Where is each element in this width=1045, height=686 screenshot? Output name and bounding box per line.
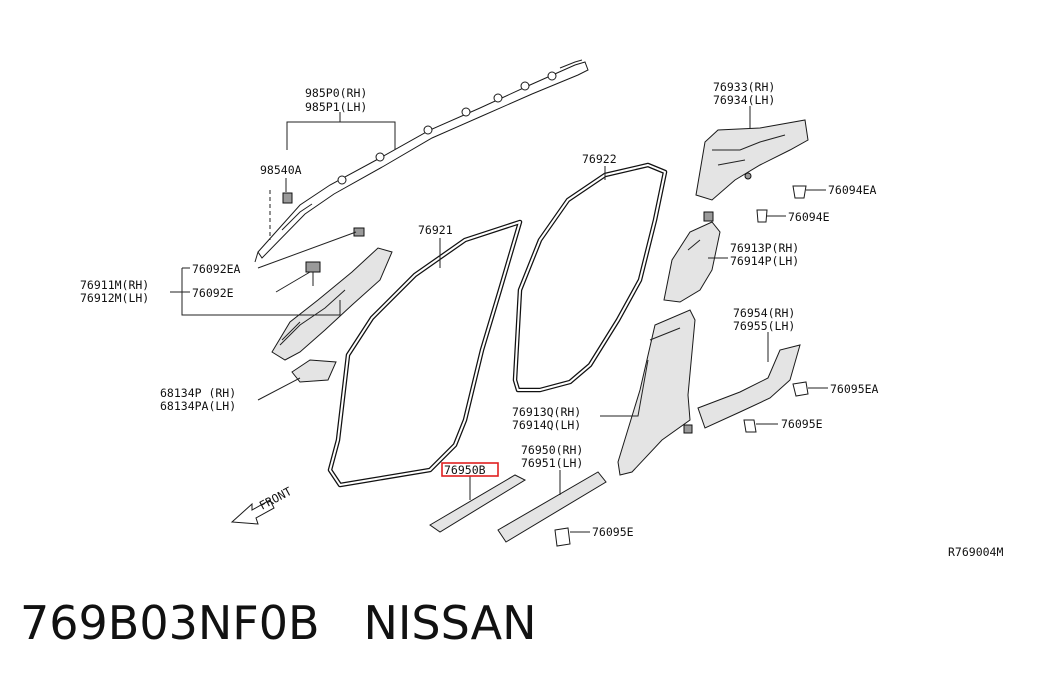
label-dash-side-lh: 68134PA(LH) [160,399,236,413]
diagram-reference: R769004M [948,545,1003,559]
a-pillar-garnish [271,227,393,361]
label-a-pillar-lh: 76912M(LH) [80,291,149,305]
front-arrow-icon [230,499,275,525]
label-c-pillar-rh: 76933(RH) [713,80,775,94]
front-weatherstrip [327,219,523,488]
label-weatherstrip-front: 76921 [418,223,453,237]
label-highlighted-part: 76950B [444,463,486,477]
curtain-airbag [254,59,589,263]
front-arrow-label: FRONT [257,484,294,513]
part-number-caption: 769B03NF0B NISSAN [20,596,537,650]
dash-side-finisher [291,359,337,383]
label-clip-76092ea: 76092EA [192,262,241,276]
label-clip-76092e: 76092E [192,286,234,300]
label-clip-76095e-bottom: 76095E [592,525,634,539]
label-b-pillar-upper-lh: 76914P(LH) [730,254,799,268]
label-b-pillar-lower-rh: 76913Q(RH) [512,405,581,419]
label-c-pillar-lh: 76934(LH) [713,93,775,107]
label-clip-76094e: 76094E [788,210,830,224]
label-dash-side-rh: 68134P (RH) [160,386,236,400]
sill-plate-inner [429,474,527,533]
label-airbag-rh: 985P0(RH) [305,86,367,100]
label-sill-plate-lh: 76951(LH) [521,456,583,470]
label-clip-98540a: 98540A [260,163,302,177]
label-a-pillar-rh: 76911M(RH) [80,278,149,292]
label-airbag-lh: 985P1(LH) [305,100,367,114]
rear-weatherstrip [512,162,668,393]
label-b-pillar-lower-lh: 76914Q(LH) [512,418,581,432]
parts-diagram: FRONT 985P0(RH) 985P1(LH) 98540A 76092EA… [80,59,1003,559]
label-clip-76095e-right: 76095E [781,417,823,431]
leader-lines [170,106,828,533]
b-pillar-lower-garnish [617,309,696,476]
label-clip-76095ea: 76095EA [830,382,879,396]
label-weatherstrip-rear: 76922 [582,152,617,166]
kicking-plate [497,471,607,547]
label-rear-kick-rh: 76954(RH) [733,306,795,320]
rear-kicking-plate [697,344,809,433]
label-sill-plate-rh: 76950(RH) [521,443,583,457]
label-rear-kick-lh: 76955(LH) [733,319,795,333]
clip-98540a-part [269,190,293,240]
label-clip-76094ea: 76094EA [828,183,877,197]
highlight-box [441,462,499,477]
b-pillar-upper-garnish [663,211,721,303]
c-pillar-garnish [695,119,809,223]
label-b-pillar-upper-rh: 76913P(RH) [730,241,799,255]
